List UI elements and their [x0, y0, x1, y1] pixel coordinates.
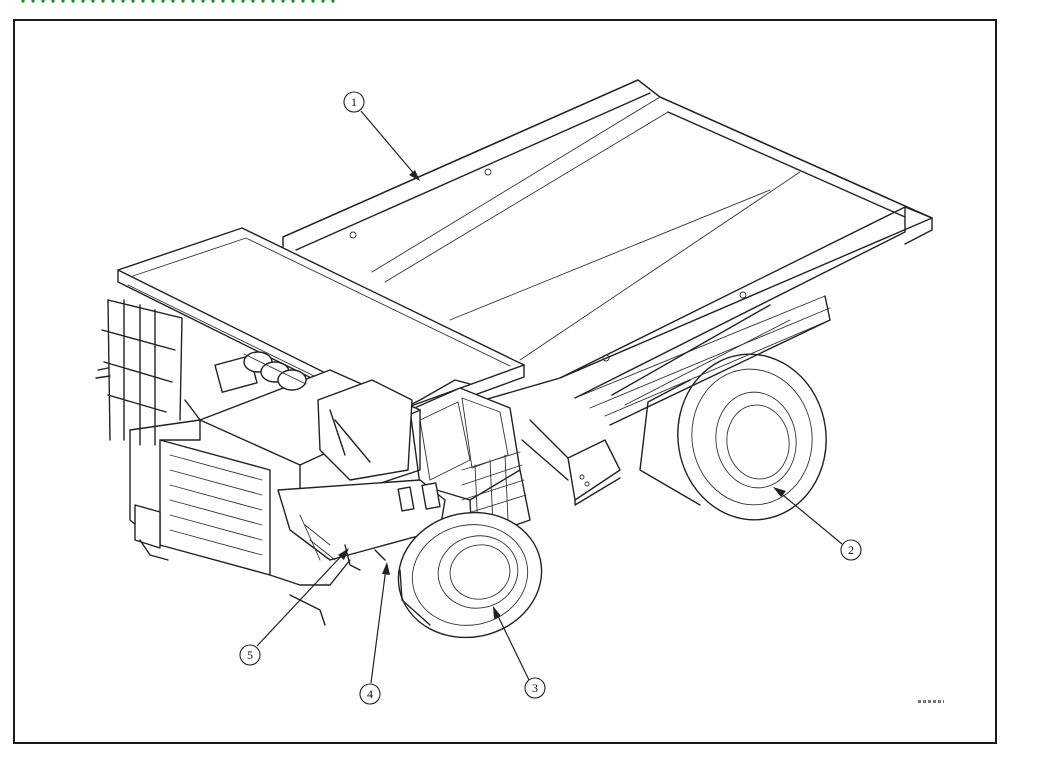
- callout-4-circle: [359, 683, 381, 705]
- callout-leaders: [256, 110, 843, 684]
- callout-4-label: 4: [367, 687, 373, 701]
- callout-2-circle: [840, 539, 862, 561]
- rear-wheel: [639, 353, 827, 521]
- front-wheel: [397, 511, 543, 639]
- callout-1: 1: [343, 91, 365, 113]
- callout-5-label: 5: [247, 648, 253, 662]
- callout-3-label: 3: [532, 681, 538, 695]
- figure-reference-mark: [918, 700, 944, 703]
- header-dotted-rule: [18, 0, 336, 4]
- callout-2-label: 2: [848, 543, 854, 557]
- callout-1-label: 1: [351, 95, 357, 109]
- callout-4: 4: [359, 683, 381, 705]
- callout-3: 3: [524, 677, 546, 699]
- callout-5: 5: [239, 644, 261, 666]
- engine-deck: [199, 351, 421, 511]
- callout-2: 2: [840, 539, 862, 561]
- front-deck: [277, 479, 446, 571]
- callout-5-circle: [239, 644, 261, 666]
- cab: [409, 387, 531, 541]
- handrails: [95, 299, 183, 446]
- side-box: [521, 419, 621, 506]
- callout-3-circle: [524, 677, 546, 699]
- callout-1-circle: [343, 91, 365, 113]
